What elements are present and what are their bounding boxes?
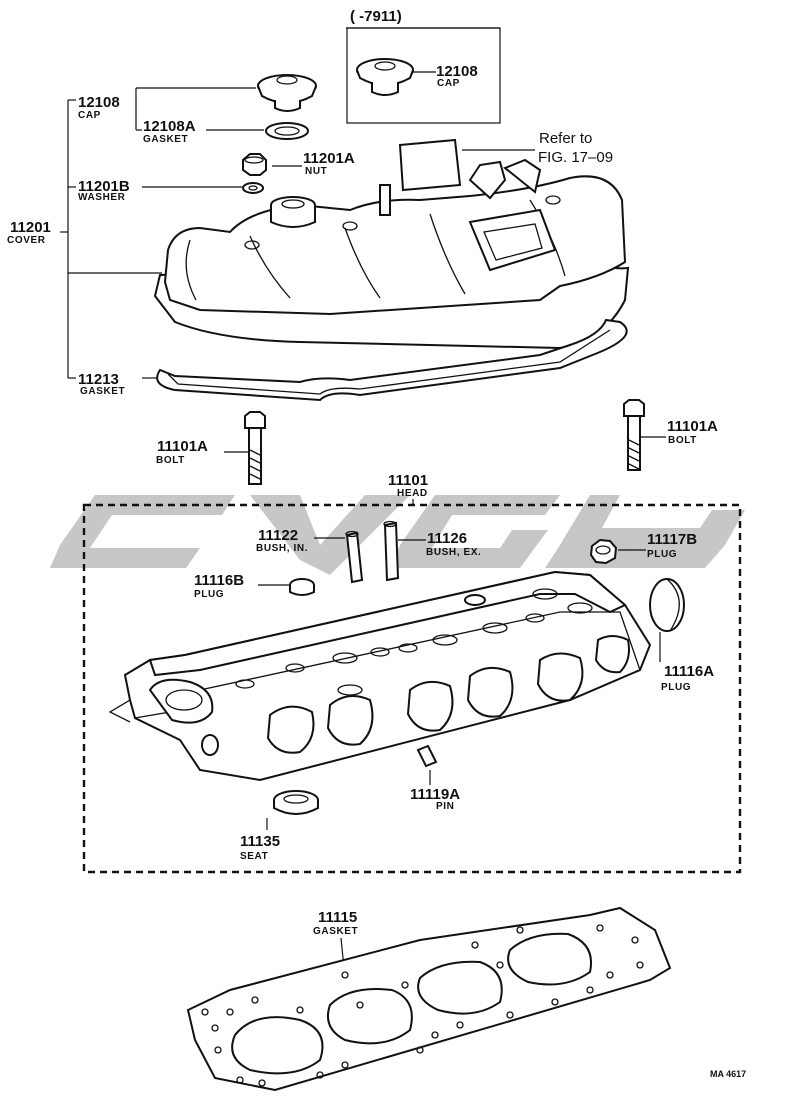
head-gasket — [186, 906, 672, 1092]
label-cap-inset-num: 12108 — [436, 63, 478, 80]
label-gasket-cap-num: 12108A — [143, 118, 196, 135]
label-cap-inset-name: CAP — [437, 78, 460, 89]
label-bush-in-num: 11122 — [258, 527, 298, 544]
label-washer-num: 11201B — [78, 178, 130, 195]
reference-line1: Refer to — [539, 130, 592, 147]
label-nut-name: NUT — [305, 166, 327, 177]
left-bracket-lines — [60, 87, 264, 379]
bolt-right — [623, 399, 645, 471]
bolt-left — [244, 411, 266, 485]
inset-box: ( -7911) 12108 CAP — [346, 8, 501, 124]
label-plug-116b-name: PLUG — [194, 589, 224, 600]
bush-in — [345, 530, 364, 584]
label-head-name: HEAD — [397, 488, 428, 499]
label-head-gasket-num: 11115 — [318, 909, 357, 926]
label-pin-name: PIN — [436, 801, 454, 812]
label-pin-num: 11119A — [410, 786, 460, 803]
label-bolt-right-name: BOLT — [668, 435, 697, 446]
label-cover-name: COVER — [7, 235, 46, 246]
plug-11117b — [589, 538, 618, 565]
label-cover-num: 11201 — [10, 219, 51, 236]
cylinder-head — [108, 570, 652, 782]
plug-11116a — [649, 578, 685, 632]
label-plug-116b-num: 11116B — [194, 572, 244, 589]
cap-gasket — [265, 122, 309, 140]
cover-nut — [242, 153, 267, 176]
bush-ex — [383, 520, 400, 582]
label-head-gasket-name: GASKET — [313, 926, 358, 937]
label-plug-b-num: 11117B — [647, 531, 697, 548]
figure-reference: Refer to FIG. 17–09 — [398, 130, 613, 192]
label-bush-ex-name: BUSH, EX. — [426, 547, 481, 558]
label-bolt-right-num: 11101A — [667, 418, 718, 435]
plug-11116b — [289, 578, 315, 596]
head-group-dashed-border — [82, 503, 742, 874]
cap-inset-part — [356, 58, 414, 96]
label-plug-116a-name: PLUG — [661, 682, 691, 693]
label-seat-num: 11135 — [240, 833, 280, 850]
valve-cover — [153, 158, 630, 350]
label-gasket-cover-name: GASKET — [80, 386, 125, 397]
label-gasket-cap-name: GASKET — [143, 134, 188, 145]
label-plug-b-name: PLUG — [647, 549, 677, 560]
cover-washer — [242, 182, 264, 194]
oil-filler-cap — [257, 74, 317, 112]
seat-11135 — [273, 790, 319, 815]
pin-11119a — [416, 744, 438, 768]
label-head-num: 11101 — [388, 472, 428, 489]
range-label: ( -7911) — [350, 8, 402, 25]
cover-gasket — [156, 318, 628, 402]
referenced-decal — [398, 138, 462, 192]
reference-line2: FIG. 17–09 — [538, 149, 613, 166]
label-bolt-left-num: 11101A — [157, 438, 208, 455]
label-nut-num: 11201A — [303, 150, 355, 167]
label-bush-in-name: BUSH, IN. — [256, 543, 308, 554]
footer-code: MA 4617 — [710, 1069, 746, 1079]
label-cap-num: 12108 — [78, 94, 120, 111]
label-bush-ex-num: 11126 — [427, 530, 467, 547]
label-gasket-cover-num: 11213 — [78, 371, 119, 388]
label-cap-name: CAP — [78, 110, 101, 121]
label-seat-name: SEAT — [240, 851, 268, 862]
label-plug-116a-num: 11116A — [664, 663, 714, 680]
label-washer-name: WASHER — [78, 192, 126, 203]
label-bolt-left-name: BOLT — [156, 455, 185, 466]
